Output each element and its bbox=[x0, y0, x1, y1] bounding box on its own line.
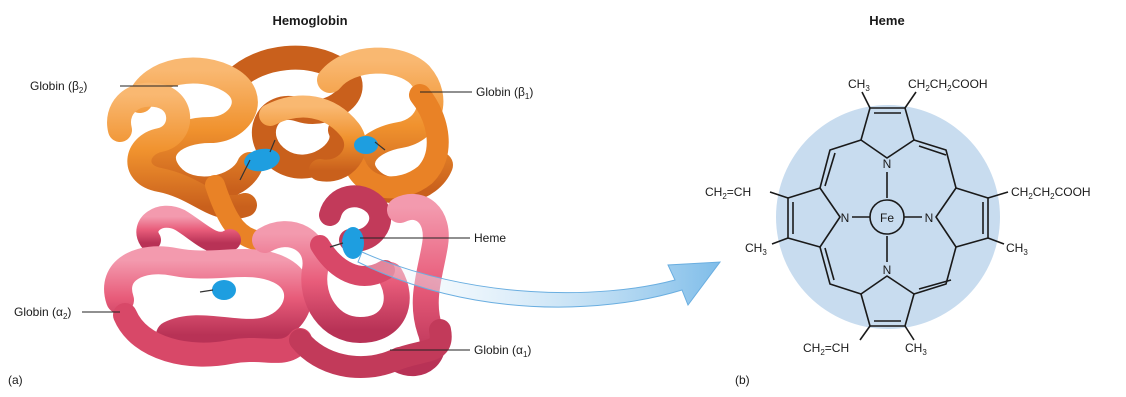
heme-structure bbox=[769, 91, 1009, 341]
atom-n-right: N bbox=[925, 211, 934, 225]
sub-bottom-ch3: CH3 bbox=[905, 341, 927, 357]
atom-n-top: N bbox=[883, 157, 892, 171]
panel-a-letter: (a) bbox=[8, 373, 23, 387]
sub-top-right-propionate: CH2CH2COOH bbox=[908, 77, 988, 93]
label-globin-alpha2: Globin (α2) bbox=[14, 305, 71, 321]
label-globin-alpha1: Globin (α1) bbox=[474, 343, 531, 359]
sub-right-propionate: CH2CH2COOH bbox=[1011, 185, 1091, 201]
globin-beta-chains bbox=[107, 45, 453, 250]
label-globin-beta2: Globin (β2) bbox=[30, 79, 87, 95]
hemoglobin-title: Hemoglobin bbox=[272, 13, 347, 28]
atom-fe: Fe bbox=[880, 211, 894, 225]
sub-right-ch3: CH3 bbox=[1006, 241, 1028, 257]
panel-b-letter: (b) bbox=[735, 373, 750, 387]
heme-groups bbox=[212, 136, 378, 300]
label-heme: Heme bbox=[474, 231, 506, 245]
globin-alpha-chains bbox=[104, 185, 452, 378]
sub-left-ch3: CH3 bbox=[745, 241, 767, 257]
sub-left-vinyl: CH2=CH bbox=[705, 185, 751, 201]
sub-top-left-ch3: CH3 bbox=[848, 77, 870, 93]
hemoglobin-illustration bbox=[82, 45, 722, 378]
porphyrin-bonds bbox=[769, 91, 1009, 341]
label-globin-beta1: Globin (β1) bbox=[476, 85, 533, 101]
atom-n-bottom: N bbox=[883, 263, 892, 277]
zoom-arrow bbox=[357, 251, 722, 308]
leader-lines bbox=[82, 85, 472, 351]
fe-atom-circle bbox=[869, 199, 905, 235]
heme-title: Heme bbox=[869, 13, 904, 28]
atom-n-left: N bbox=[841, 211, 850, 225]
sub-bottom-vinyl: CH2=CH bbox=[803, 341, 849, 357]
heme-linkers bbox=[199, 139, 386, 293]
